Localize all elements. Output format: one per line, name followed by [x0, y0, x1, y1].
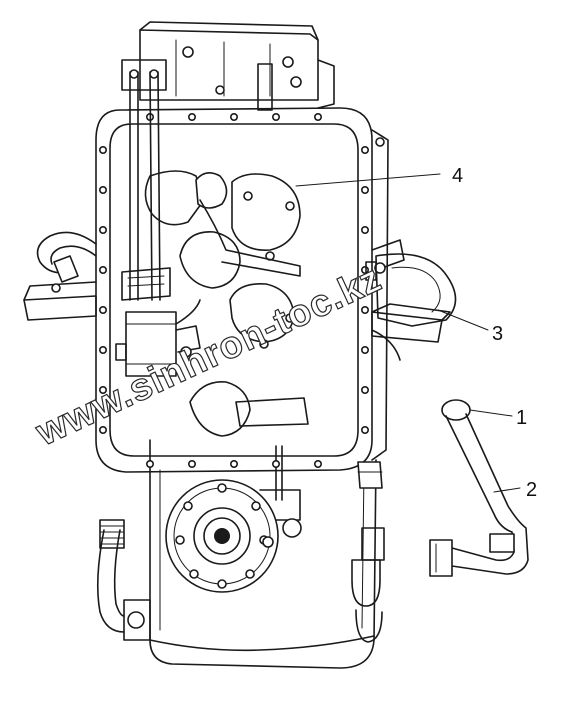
- cover-bolt: [360, 385, 369, 394]
- cover-bolt: [99, 305, 108, 314]
- pto-cover: [365, 253, 457, 327]
- cover-bolt: [99, 186, 108, 195]
- cover-bolt: [230, 459, 239, 468]
- callout-3: 3: [492, 323, 503, 345]
- cover-bolt: [360, 146, 369, 155]
- right-housing: [371, 129, 405, 461]
- callout-2: 2: [526, 479, 537, 501]
- cover-bolt: [360, 226, 369, 235]
- cover-bolt: [99, 345, 108, 354]
- cover-bolt: [313, 459, 322, 468]
- cover-bolt: [313, 113, 322, 122]
- cover-bolt: [360, 425, 369, 434]
- dipstick-pipe: [429, 399, 529, 577]
- cover-bolt: [271, 113, 280, 122]
- cover-bolt: [99, 265, 108, 274]
- leader-1: [469, 409, 513, 417]
- internal-gears: [144, 170, 309, 437]
- callout-4: 4: [452, 165, 463, 187]
- cover-bolt: [360, 305, 369, 314]
- cooler-tube: [36, 231, 97, 283]
- leader-lines: [295, 173, 521, 493]
- solenoid-valve: [115, 299, 201, 377]
- inlet-hose: [96, 519, 125, 633]
- leader-2: [493, 487, 521, 493]
- shift-rods: [121, 59, 171, 301]
- cover-bolt: [99, 425, 108, 434]
- mount-bracket: [23, 281, 451, 343]
- cover-bolt: [188, 459, 197, 468]
- output-flange: [165, 445, 302, 593]
- valve-block: [139, 21, 335, 111]
- lower-housing: [123, 439, 383, 669]
- leader-3: [437, 309, 489, 331]
- cover-plate: [95, 107, 373, 473]
- cover-bolt: [99, 385, 108, 394]
- cover-bolt: [271, 459, 280, 468]
- cover-bolt: [99, 146, 108, 155]
- breather: [357, 461, 385, 561]
- cover-bolt: [360, 345, 369, 354]
- cover-bolt: [230, 113, 239, 122]
- cover-bolt: [360, 186, 369, 195]
- callout-1: 1: [516, 407, 527, 429]
- cover-bolt: [146, 459, 155, 468]
- leader-4: [295, 173, 441, 187]
- cover-bolt: [99, 226, 108, 235]
- cover-bolt: [188, 113, 197, 122]
